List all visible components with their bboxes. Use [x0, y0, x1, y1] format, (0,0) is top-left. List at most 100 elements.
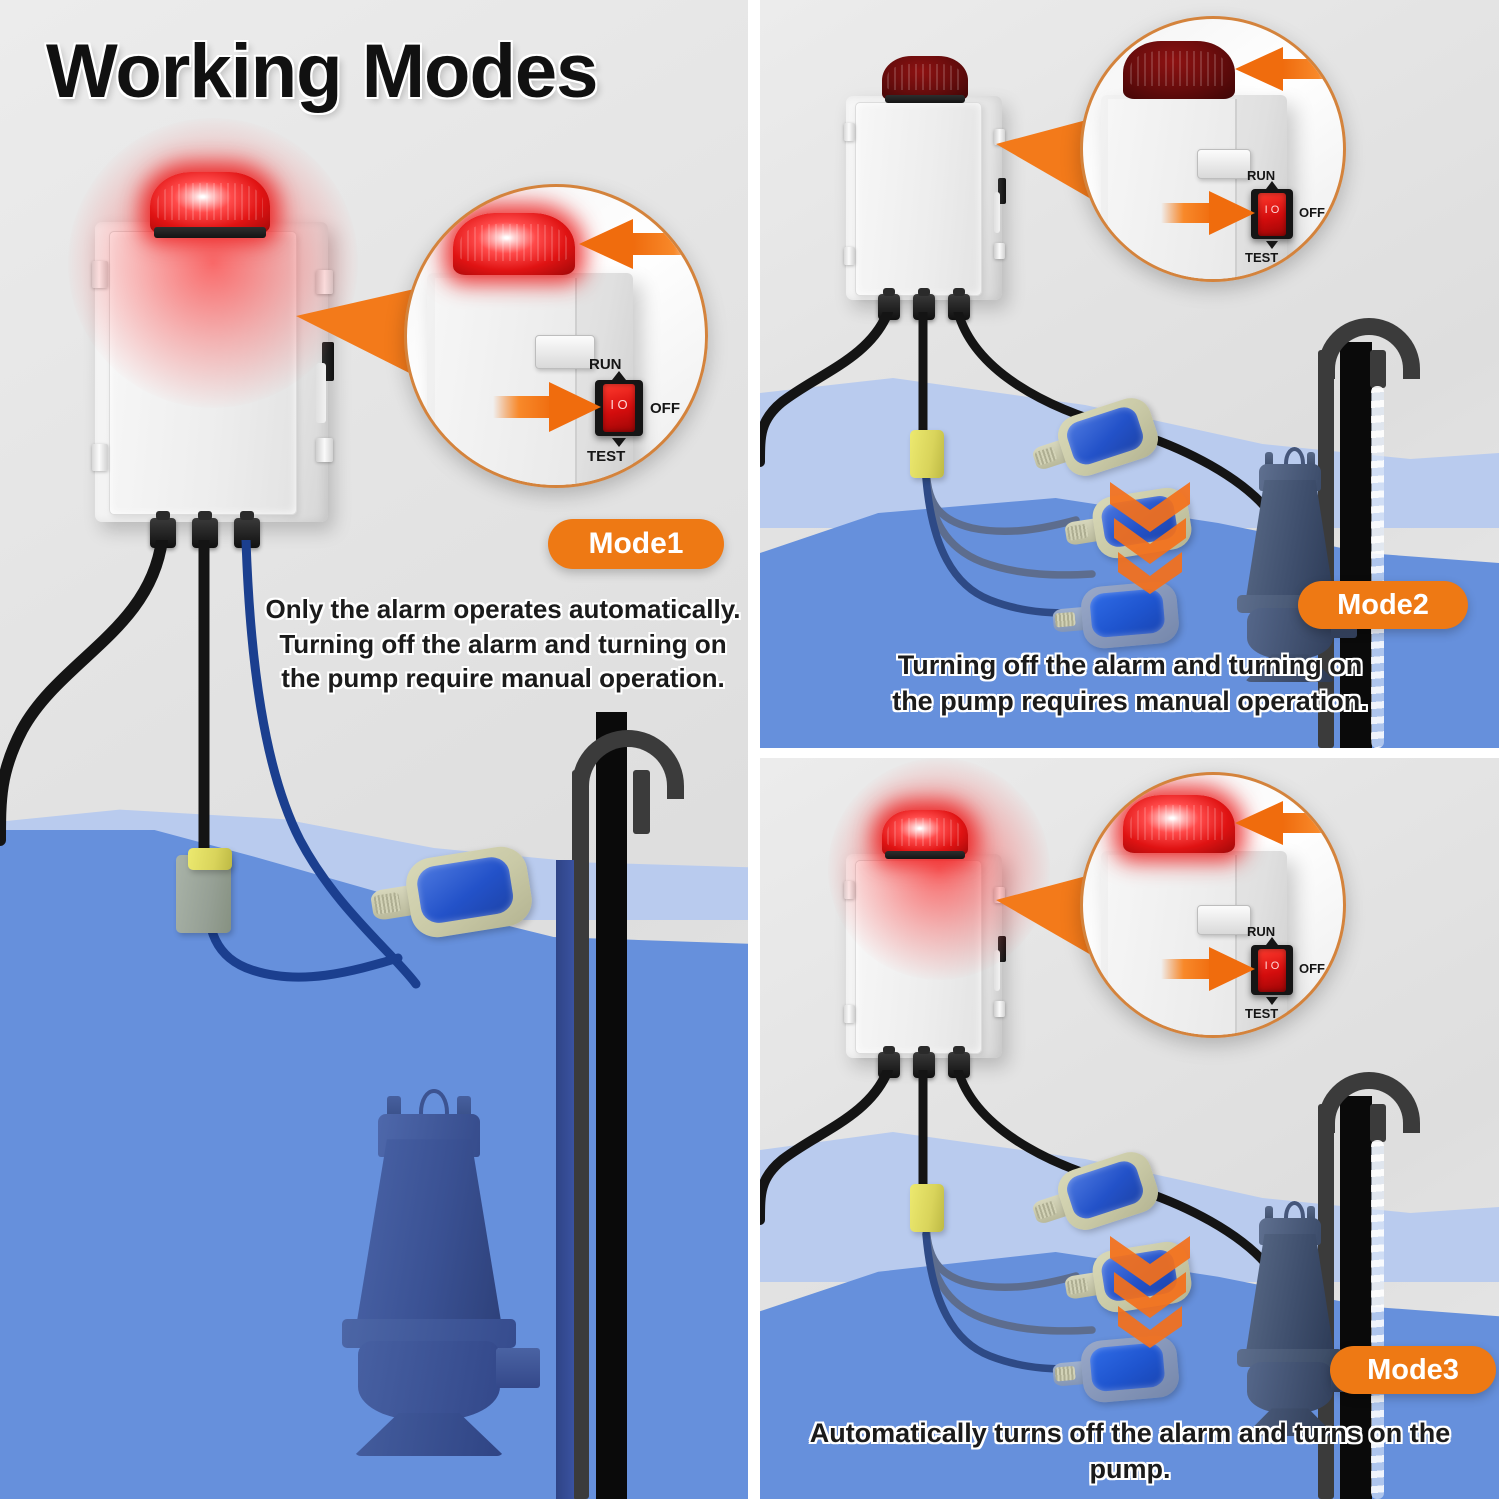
beacon-base — [884, 95, 966, 103]
pump-lug-left — [1264, 452, 1274, 473]
rocker-face — [1258, 948, 1286, 992]
hinge-top-icon — [91, 261, 108, 288]
arrow-pointing-switch — [1161, 947, 1255, 991]
discharge-pipe-outlet — [633, 770, 650, 834]
pump-flange — [1237, 1348, 1343, 1367]
page-title: Working Modes — [46, 29, 598, 114]
pump-lug-left — [1264, 1206, 1274, 1227]
beacon-dome — [882, 56, 968, 100]
water-stream — [1371, 386, 1384, 748]
beacon-dome-magnified — [1123, 41, 1235, 99]
beacon-ribs-magnified — [1129, 51, 1229, 87]
badge-mode1: Mode1 — [548, 519, 724, 569]
discharge-pipe-outlet — [1370, 1104, 1386, 1142]
beacon-dome-magnified — [453, 213, 575, 275]
switch-label-run: RUN — [589, 356, 622, 373]
arrow-pointing-beacon — [1235, 47, 1343, 91]
cable-gland-2 — [192, 511, 218, 548]
magnified-door — [435, 277, 578, 485]
beacon-ribs — [157, 183, 263, 221]
beacon-dome — [150, 172, 270, 234]
beacon-ribs — [887, 818, 963, 846]
caption-line: Only the alarm operates automatically. — [265, 594, 741, 624]
switch-arrow-up-icon — [612, 371, 626, 380]
panel-mode3: I O RUN OFF TEST — [760, 758, 1499, 1499]
rocker-face — [1258, 192, 1286, 236]
rocker-switch-side[interactable] — [998, 177, 1006, 205]
alarm-beacon-mode1 — [150, 172, 270, 238]
magnifier-mode1: I O RUN OFF TEST — [404, 184, 708, 488]
switch-label-run: RUN — [1247, 924, 1276, 939]
beacon-ribs — [887, 63, 963, 91]
panel-mode2: I O RUN OFF TEST — [760, 0, 1499, 748]
magnifier-mode3: I O RUN OFF TEST — [1080, 772, 1346, 1038]
caption-line: the pump require manual operation. — [281, 663, 725, 694]
hinge-top-icon — [843, 122, 855, 141]
control-box-mode2 — [843, 96, 1006, 300]
arrow-pointing-switch — [1161, 191, 1255, 235]
magnified-beacon — [1123, 41, 1235, 99]
falling-level-chevrons — [1110, 482, 1190, 594]
caption-mode1: Only the alarm operates automatically. T… — [258, 592, 748, 696]
hinge-bottom-icon — [843, 246, 855, 266]
hinge-bottom-icon — [91, 444, 108, 471]
caption-mode2: Turning off the alarm and turning on the… — [772, 648, 1488, 720]
magnified-latch[interactable] — [1197, 905, 1251, 935]
switch-label-test: TEST — [1245, 1006, 1279, 1021]
latch-bottom-icon — [316, 438, 333, 462]
discharge-pipe-outlet — [1370, 350, 1386, 388]
wall-recess-shadow — [1340, 342, 1372, 748]
cable-weight-mode2 — [910, 430, 944, 478]
caption-mode3: Automatically turns off the alarm and tu… — [770, 1416, 1490, 1488]
arrow-pointing-beacon — [1235, 801, 1343, 845]
magnified-beacon — [453, 213, 575, 275]
badge-mode2: Mode2 — [1298, 581, 1468, 629]
water-stream — [1371, 1140, 1384, 1499]
switch-arrow-down-icon — [1266, 997, 1278, 1005]
magnified-enclosure — [427, 273, 633, 485]
switch-label-off: OFF — [650, 400, 680, 417]
hinge-top-icon — [843, 880, 855, 899]
enclosure-door — [855, 860, 983, 1054]
latch-bottom-icon — [994, 242, 1006, 260]
rocker-switch-magnified[interactable]: I O — [1251, 189, 1293, 239]
pump-discharge-outlet — [496, 1348, 540, 1388]
switch-arrow-down-icon — [612, 438, 626, 447]
magnified-latch[interactable] — [1197, 149, 1251, 179]
caption-line: Turning off the alarm and turning on — [279, 628, 727, 659]
rocker-face — [603, 383, 635, 433]
control-box-mode1 — [91, 222, 334, 522]
discharge-pipe-down — [572, 770, 589, 1499]
magnifier-mode2: I O RUN OFF TEST — [1080, 16, 1346, 282]
switch-arrow-down-icon — [1266, 241, 1278, 249]
caption-line: Automatically turns off the alarm and tu… — [809, 1418, 1451, 1484]
magnified-enclosure — [1101, 95, 1287, 279]
pump-volute — [357, 1340, 501, 1420]
magnified-latch[interactable] — [535, 335, 595, 369]
rocker-symbol: I O — [1264, 204, 1280, 216]
beacon-ribs-magnified — [460, 224, 568, 262]
rocker-switch-magnified[interactable]: I O — [595, 380, 643, 436]
caption-line: Turning off the alarm and turning on — [897, 650, 1363, 680]
cable-weight-mode3 — [910, 1184, 944, 1232]
rocker-switch-magnified[interactable]: I O — [1251, 945, 1293, 995]
caption-line: the pump requires manual operation. — [892, 685, 1368, 716]
wall-recess-shadow — [596, 712, 627, 1499]
alarm-beacon-mode2 — [882, 56, 968, 103]
cable-weight-cap — [188, 848, 232, 870]
pump-motor-housing — [353, 1139, 505, 1341]
arrow-pointing-beacon — [579, 219, 705, 269]
latch-bottom-icon — [994, 1000, 1006, 1018]
submerged-riser-pipe — [556, 860, 574, 1499]
submersible-pump-mode3 — [1230, 1201, 1358, 1436]
rocker-symbol: I O — [610, 396, 628, 412]
beacon-base — [153, 227, 267, 238]
switch-label-run: RUN — [1247, 168, 1276, 183]
badge-mode3: Mode3 — [1330, 1346, 1496, 1394]
enclosure-door — [855, 102, 983, 296]
enclosure-door — [108, 231, 298, 515]
alarm-beacon-mode3 — [882, 810, 968, 859]
switch-label-test: TEST — [1245, 250, 1279, 265]
pump-motor-housing — [1244, 1233, 1336, 1363]
